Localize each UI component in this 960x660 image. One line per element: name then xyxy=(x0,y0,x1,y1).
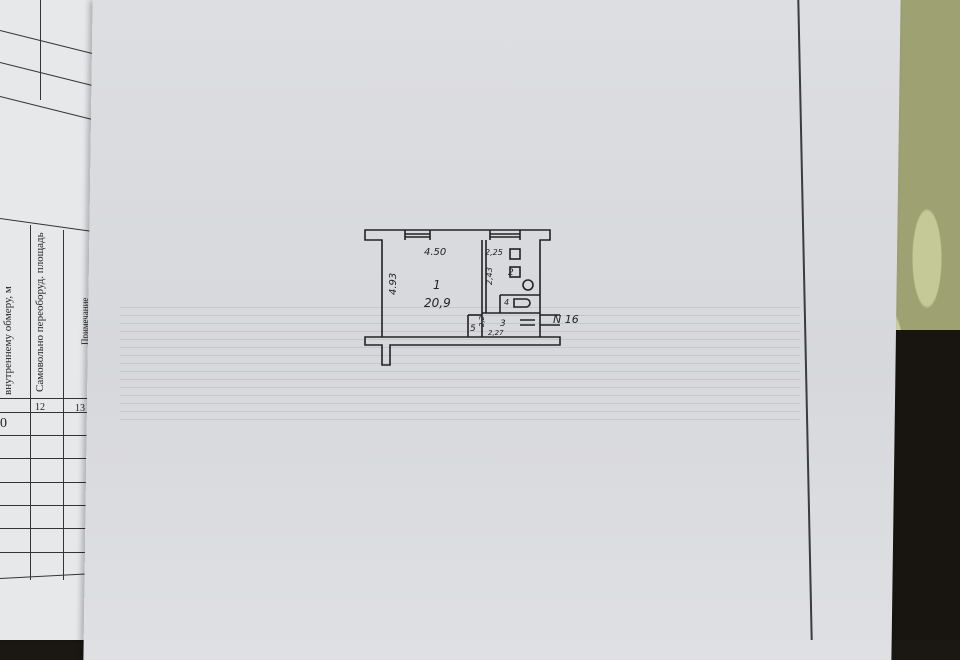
toilet-fixture xyxy=(513,298,531,308)
table-line xyxy=(0,96,103,123)
faint-ruled-lines xyxy=(120,300,800,420)
entrance-marks xyxy=(520,314,560,326)
sink-fixture xyxy=(509,248,521,260)
column-header: Самовольно переоборуд. площадь xyxy=(34,232,46,392)
room2-width-label: 2,25 xyxy=(485,248,503,257)
room4-number: 4 xyxy=(504,298,509,307)
room3-number: 3 xyxy=(500,319,506,329)
table-line xyxy=(30,225,31,580)
table-line xyxy=(0,482,95,483)
room2-length-label: 2,43 xyxy=(485,267,494,285)
floor-plan-drawing: 4.50 4.93 1 20,9 2,25 2,43 2 3 2,27 2,2 … xyxy=(364,229,579,366)
column-header: внутреннему обмеру, м xyxy=(2,286,14,395)
room3-length-label: 2,2 xyxy=(478,315,486,327)
meter-fixture xyxy=(522,279,534,291)
room1-width-label: 4.50 xyxy=(424,247,446,258)
table-line xyxy=(0,398,95,399)
table-line xyxy=(0,435,95,436)
table-line xyxy=(0,573,95,579)
room1-number: 1 xyxy=(433,278,441,292)
table-line xyxy=(0,218,100,233)
room1-area: 20,9 xyxy=(424,296,451,310)
room2-number: 2 xyxy=(508,268,514,278)
table-line xyxy=(0,458,95,459)
column-number: 0 xyxy=(0,416,7,431)
column-number: 13 xyxy=(75,403,85,414)
window xyxy=(489,230,521,240)
table-line xyxy=(0,30,103,57)
room1-length-label: 4.93 xyxy=(388,273,399,295)
table-line xyxy=(0,552,95,553)
table-line xyxy=(0,505,95,506)
table-line xyxy=(40,0,41,100)
column-number: 12 xyxy=(35,402,45,413)
outer-wall xyxy=(364,229,561,366)
stove-fixture xyxy=(509,266,521,278)
table-line xyxy=(0,412,95,413)
table-line xyxy=(0,62,103,89)
room3-width-label: 2,27 xyxy=(488,329,504,337)
table-line xyxy=(0,528,95,529)
table-line xyxy=(63,230,64,580)
apartment-number: N 16 xyxy=(553,313,579,326)
window xyxy=(404,230,431,240)
room5-number: 5 xyxy=(470,324,476,334)
